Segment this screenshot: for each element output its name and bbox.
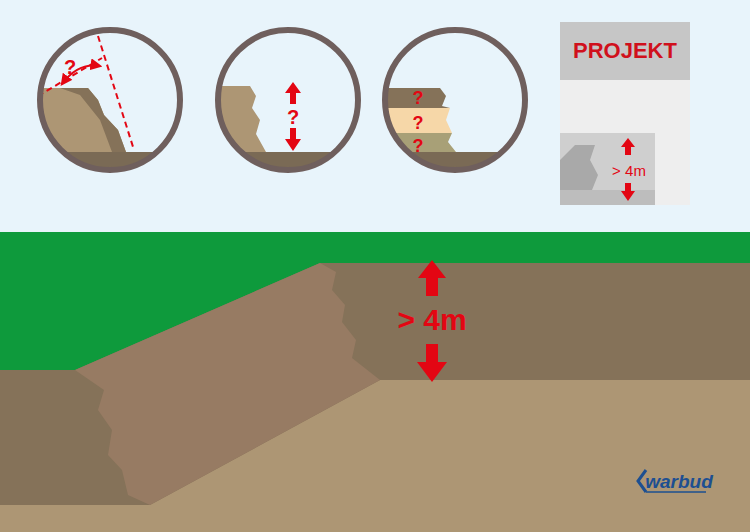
- depth-value: > 4m: [612, 163, 646, 178]
- project-panel: [560, 22, 690, 205]
- logo-mark: [646, 491, 706, 493]
- depth-icon: [210, 20, 370, 182]
- question-mark: ?: [64, 57, 76, 77]
- soil-layers-icon: [380, 20, 540, 182]
- sky: [0, 0, 750, 232]
- question-mark: ?: [287, 107, 299, 127]
- dimension-arrow: [418, 260, 446, 296]
- dimension-arrow: [621, 183, 635, 201]
- project-title: PROJEKT: [573, 40, 677, 62]
- slope: [75, 263, 380, 505]
- project-panel: PROJEKT > 4m: [560, 22, 690, 205]
- company-logo: warbud: [645, 472, 713, 491]
- depth-dimension: > 4m: [397, 305, 466, 335]
- depth-circle: ?: [215, 27, 361, 173]
- slope-angle-icon: [30, 20, 190, 182]
- question-mark: ?: [413, 114, 424, 132]
- project-header: [560, 22, 690, 80]
- question-mark: ?: [413, 89, 424, 107]
- dimension-arrow: [417, 344, 447, 382]
- logo-mark: [638, 470, 646, 492]
- layers-circle: ???: [382, 27, 528, 173]
- dimension-arrow: [621, 138, 635, 155]
- project-sketch: [560, 133, 655, 205]
- question-mark: ?: [413, 137, 424, 155]
- soil-layer: [0, 263, 750, 532]
- grass: [0, 232, 750, 532]
- project-sketch-floor: [560, 190, 655, 205]
- angle-circle: ?: [37, 27, 183, 173]
